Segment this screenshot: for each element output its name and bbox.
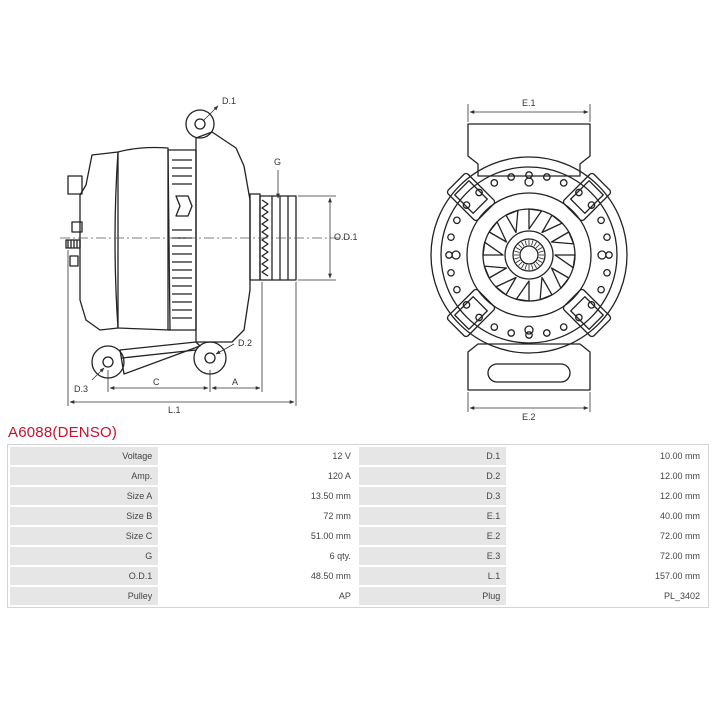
spec-value: PL_3402 [508,587,706,605]
spec-label: Voltage [10,447,159,465]
spec-value: 48.50 mm [160,567,357,585]
vent-holes [445,171,613,339]
spec-value: 120 A [160,467,357,485]
side-dimensions [60,105,350,406]
label-d1: D.1 [222,96,236,106]
spec-value: 12 V [160,447,357,465]
spec-label: E.2 [358,527,507,545]
spec-value: 72 mm [160,507,357,525]
side-view [65,109,297,379]
label-l1: L.1 [168,405,181,415]
front-housing [195,131,251,343]
label-e2: E.2 [522,412,536,420]
pulley [249,193,297,281]
label-d2: D.2 [238,338,252,348]
label-d3: D.3 [74,384,88,394]
product-title: A6088(DENSO) [8,424,118,441]
fan-blades [482,208,576,302]
front-dimensions [467,104,591,412]
label-g: G [274,157,281,167]
spec-label: L.1 [358,567,507,585]
pulley-hub [504,230,554,280]
rear-cover [79,151,119,331]
main-housing [114,146,171,331]
hub-spline [514,240,544,270]
spec-value: 51.00 mm [160,527,357,545]
spec-label: Size A [10,487,159,505]
spec-label: D.2 [358,467,507,485]
spec-value: 72.00 mm [508,547,706,565]
bottom-mount-block [467,343,591,391]
spec-label: Size B [10,507,159,525]
front-view [430,123,628,391]
label-c: C [153,377,160,387]
spec-label: Plug [358,587,507,605]
spec-label: Amp. [10,467,159,485]
spec-label: O.D.1 [10,567,159,585]
plug-connector [65,239,81,267]
cooling-fins [167,149,197,331]
spec-value: 12.00 mm [508,467,706,485]
spec-label: E.1 [358,507,507,525]
label-a: A [232,377,238,387]
spec-value: AP [160,587,357,605]
spec-value: 10.00 mm [508,447,706,465]
spec-value: 40.00 mm [508,507,706,525]
label-od1: O.D.1 [334,232,358,242]
spec-value: 6 qty. [160,547,357,565]
housing-outer-circle [430,156,628,354]
spec-value: 13.50 mm [160,487,357,505]
spec-label: D.1 [358,447,507,465]
spec-label: Size C [10,527,159,545]
top-mount-block [467,123,591,177]
spec-value: 157.00 mm [508,567,706,585]
rear-stud [71,221,83,233]
side-dimension-labels: D.1 G O.D.1 D.2 D.3 C A L.1 [74,96,358,415]
front-dimension-labels: E.1 E.2 [522,98,536,420]
spec-label: Pulley [10,587,159,605]
mount-ear-d1 [185,109,215,139]
spec-value: 12.00 mm [508,487,706,505]
spec-label: E.3 [358,547,507,565]
spec-label: G [10,547,159,565]
spec-value: 72.00 mm [508,527,706,545]
cross-struts [446,172,612,338]
alternator-technical-drawing: D.1 G O.D.1 D.2 D.3 C A L.1 [60,96,628,420]
rear-terminal-block [67,175,83,195]
spec-label: D.3 [358,487,507,505]
label-e1: E.1 [522,98,536,108]
